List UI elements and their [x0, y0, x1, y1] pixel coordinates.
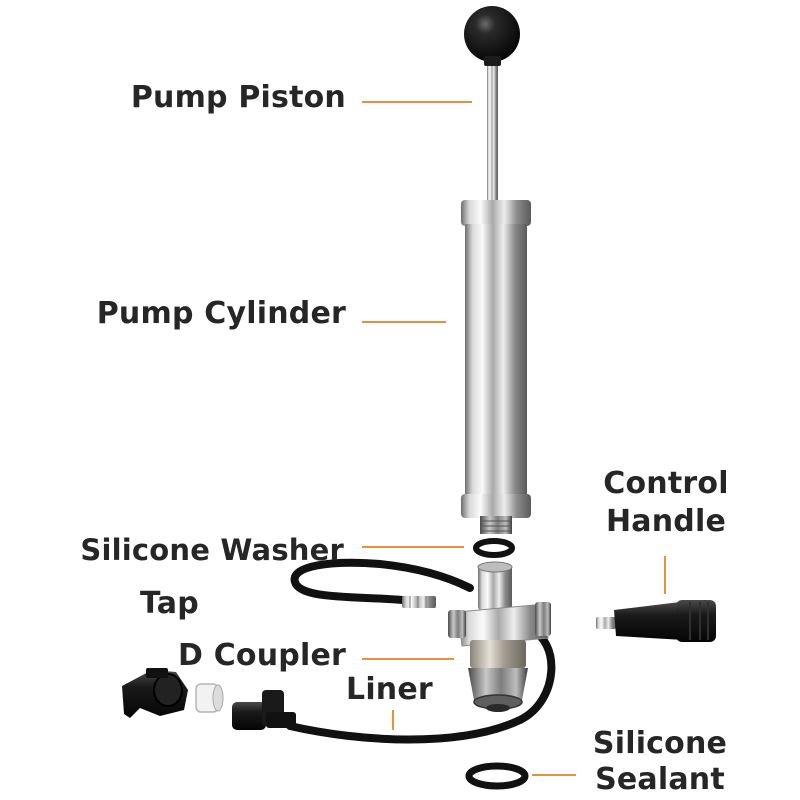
control-handle — [596, 600, 716, 642]
pump-piston — [464, 6, 520, 202]
label-pump-piston: Pump Piston — [130, 80, 346, 115]
hose-tap-fitting — [232, 690, 296, 730]
tap — [122, 668, 188, 718]
label-sealant-line2: Sealant — [595, 762, 725, 797]
label-liner: Liner — [346, 672, 433, 707]
beer-line-hose — [290, 558, 474, 604]
label-tap: Tap — [140, 586, 199, 621]
label-control-line1: Control — [603, 466, 729, 501]
silicone-sealant — [465, 762, 529, 790]
label-control-line2: Handle — [605, 504, 726, 539]
leader-d-coupler — [362, 658, 454, 660]
leader-pump-cylinder — [362, 321, 446, 323]
leader-silicone-sealant — [532, 774, 576, 776]
leader-control-handle — [664, 556, 666, 594]
label-silicone-washer: Silicone Washer — [80, 533, 344, 567]
label-pump-cylinder: Pump Cylinder — [96, 296, 346, 331]
label-sealant-line1: Silicone — [592, 726, 728, 761]
leader-pump-piston — [362, 101, 472, 103]
pump-piston-knob — [464, 6, 520, 62]
leader-silicone-washer — [362, 546, 464, 548]
liner — [195, 683, 224, 713]
label-d-coupler: D Coupler — [177, 638, 346, 673]
pump-piston-rod — [487, 62, 498, 202]
pump-cylinder — [461, 200, 531, 534]
leader-liner — [392, 710, 394, 730]
d-coupler — [448, 561, 551, 712]
silicone-washer — [473, 538, 515, 558]
